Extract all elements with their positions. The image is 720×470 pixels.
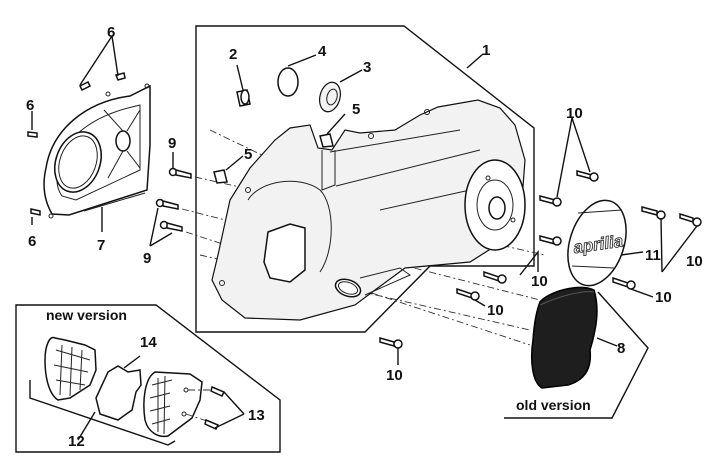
dowel-pin-upper	[319, 133, 334, 148]
callout-11: 11	[645, 247, 661, 264]
transmission-cover	[211, 99, 526, 321]
callout-10-bottom: 10	[386, 367, 403, 384]
screw-10-d	[641, 206, 666, 220]
badge-cap: aprilia	[567, 199, 627, 287]
circlip	[277, 67, 299, 97]
screw-6-left	[27, 131, 38, 138]
group-frame-old-version	[504, 291, 649, 419]
screw-9-bottom	[159, 220, 183, 232]
callout-4: 4	[318, 43, 327, 60]
callout-10-middle-left: 10	[531, 273, 548, 290]
callout-10-right: 10	[686, 253, 703, 270]
callout-2: 2	[229, 46, 237, 63]
screw-13-upper	[210, 385, 226, 397]
caption-new-version: new version	[46, 307, 127, 323]
callout-10-center: 10	[487, 302, 504, 319]
callout-12: 12	[68, 433, 85, 450]
callout-10-top: 10	[566, 105, 583, 122]
callout-14: 14	[140, 334, 157, 351]
air-intake-housing-inner	[44, 336, 97, 401]
screw-10-e	[679, 212, 702, 227]
oil-seal	[318, 81, 342, 113]
leader-lines	[29, 35, 698, 446]
callout-6-left: 6	[26, 97, 34, 114]
air-intake-sleeve-old	[530, 286, 598, 389]
callout-3: 3	[363, 59, 371, 76]
screw-9-middle	[155, 198, 179, 210]
group-frame-new-version	[15, 304, 281, 453]
screw-10-f	[612, 276, 636, 290]
inner-cover-plate	[43, 83, 151, 219]
screw-9-top	[168, 167, 192, 179]
group-frame-main	[195, 25, 535, 333]
caption-old-version: old version	[516, 397, 591, 413]
callout-5-upper: 5	[352, 101, 360, 118]
callout-6-bottom: 6	[28, 233, 36, 250]
dowel-pin-left	[213, 169, 228, 184]
callout-9-bottom: 9	[143, 250, 151, 267]
callout-9-top: 9	[168, 135, 176, 152]
screw-13-lower	[204, 418, 220, 430]
callout-13: 13	[248, 407, 265, 424]
screw-6-lower-left	[30, 208, 41, 216]
callout-10-right-lower: 10	[655, 289, 672, 306]
air-intake-grille-cover	[143, 371, 203, 438]
screw-10-a	[539, 195, 562, 207]
screw-10-i	[379, 337, 403, 349]
callout-1: 1	[482, 42, 490, 59]
screw-10-g	[483, 270, 507, 284]
screw-10-b	[576, 170, 599, 182]
callout-8: 8	[617, 340, 625, 357]
screw-6-upper-left	[78, 80, 92, 92]
filter-element	[95, 365, 142, 421]
bushing	[236, 89, 251, 107]
callout-6-top: 6	[107, 24, 115, 41]
screw-10-c	[539, 235, 562, 246]
screw-10-h	[456, 287, 480, 301]
callout-5-left: 5	[244, 146, 252, 163]
callout-7: 7	[97, 237, 105, 254]
